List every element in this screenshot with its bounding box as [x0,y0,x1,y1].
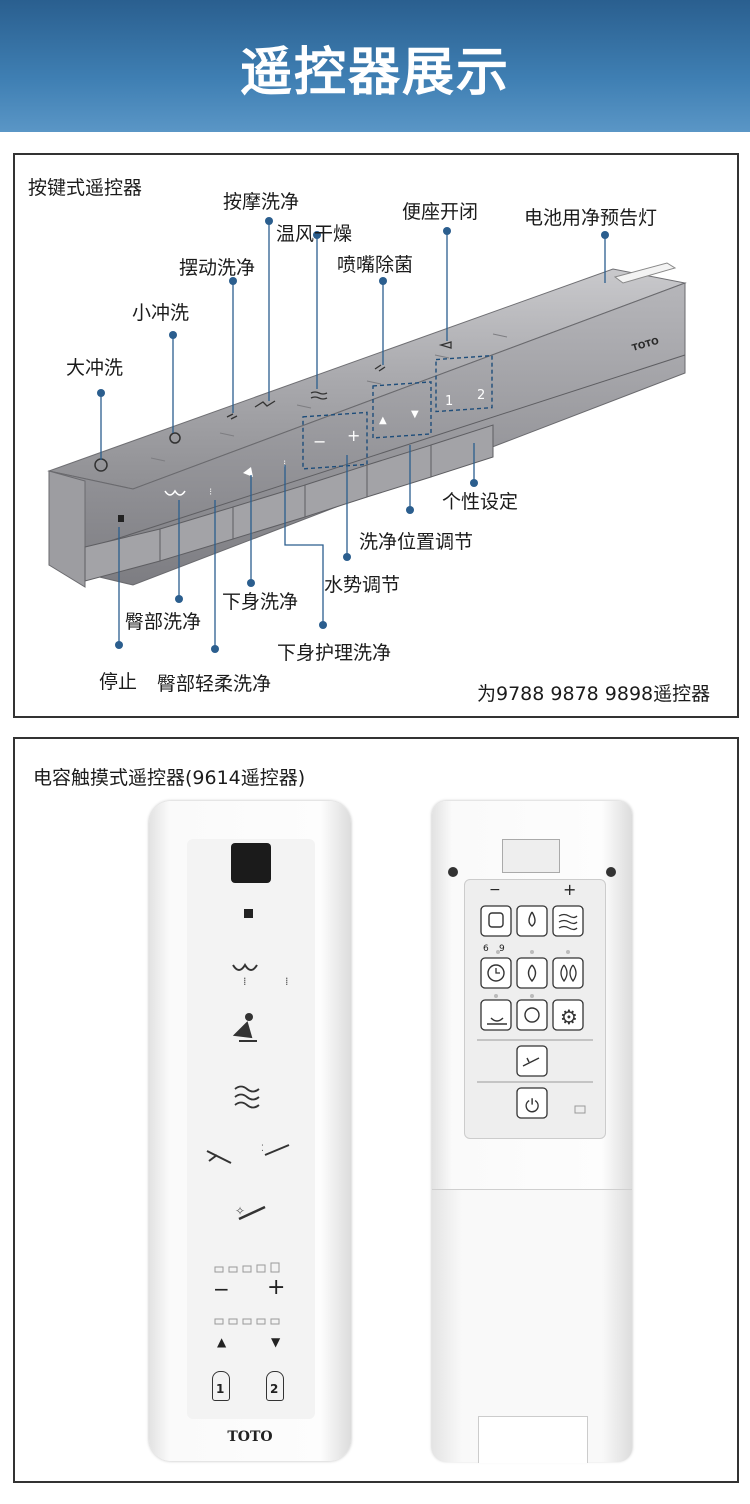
timer-label-9: 9 [499,944,505,954]
label-nozzle-sterilize: 喷嘴除菌 [337,254,414,276]
rear-soft-icon: ⁞ [285,975,289,988]
label-wash-position: 洗净位置调节 [359,531,474,553]
power-icon: ⏻ [525,1096,539,1117]
touch-remote-back: − + 6 9 ⚙ [432,801,632,1463]
dry-icon [310,391,328,400]
position-down: ▼ [411,409,419,420]
label-battery-indicator: 电池用净预告灯 [524,207,658,229]
label-personal-setting: 个性设定 [442,491,519,513]
back-icon-layer: ⚙ ⏻ [477,905,593,1119]
button-remote-illustration: TOTO ⁝ ⁝ − + ▲ ▼ 1 2 [47,217,687,653]
touch-remote-front: ⁞ ⁞ ⁚ ✧ − + ▲ ▼ [149,801,351,1461]
back-plus: + [563,880,577,899]
battery-window [613,262,677,284]
back-panel: − + 6 9 ⚙ [464,879,606,1139]
air-temp-icon [558,913,578,931]
auto-flush-icon [524,1007,540,1023]
label-water-pressure: 水势调节 [324,574,401,596]
sterilize-icon [522,1057,540,1067]
label-oscillating-wash: 摆动洗净 [179,257,256,279]
label-rear-soft-wash: 臀部轻柔洗净 [157,673,272,695]
cover-notch [478,1416,588,1463]
stop-indicator [118,515,124,522]
label-rear-wash: 臀部洗净 [125,611,202,633]
battery-cover[interactable] [432,1189,632,1463]
label-stop: 停止 [99,671,138,693]
sensor-window [231,843,271,883]
battery-cover-slot [502,839,560,873]
front-brand: TOTO [227,1429,273,1445]
oscillate-icon [206,1150,232,1164]
remote-left-end [48,470,86,588]
seat-icon [438,341,452,349]
pressure-plus: + [347,426,360,445]
clock-icon [487,964,505,982]
svg-text:✧: ✧ [235,1204,245,1218]
label-bidet-care-wash: 下身护理洗净 [277,642,392,664]
label-seat-open-close: 便座开闭 [402,201,479,223]
label-big-flush: 大冲洗 [66,357,124,379]
user-2-icon [266,1371,284,1401]
rear-spray-icon: ⁞ [243,975,247,988]
position-up: ▲ [379,415,387,426]
screw-right [606,867,616,877]
rear-soft-icon: ⁝ [209,487,212,498]
front-icon-layer: ⁞ ⁞ ⁚ ✧ [206,963,290,1325]
dry-icon [234,1085,260,1109]
position-down-button[interactable]: ▼ [271,1335,281,1349]
user-1-number: 1 [216,1382,225,1396]
label-small-flush: 小冲洗 [132,302,190,324]
touch-remote-panel: 电容触摸式遥控器(9614遥控器) ⁞ ⁞ ⁚ ✧ [13,737,739,1483]
button-remote-panel: 按键式遥控器 [13,153,739,718]
position-up-button[interactable]: ▲ [217,1335,227,1349]
massage-icon [264,1144,290,1156]
page-title: 遥控器展示 [239,43,510,103]
auto-open-icon [487,1017,507,1025]
screw-left [448,867,458,877]
label-massage-wash: 按摩洗净 [223,191,300,213]
user-1-button[interactable]: 1 [209,1371,233,1403]
back-minus: − [489,882,501,898]
water-temp-icon [528,911,536,927]
rear-wash-icon [232,963,258,971]
user-2-icon: 2 [477,388,485,403]
pressure-group [302,411,368,470]
button-remote-title: 按键式遥控器 [28,177,143,199]
position-group [372,381,432,439]
stop-button[interactable] [244,909,253,918]
label-warm-air-dry: 温风干燥 [276,223,353,245]
rear-wash-icon [164,489,186,496]
sterilize-icon [374,364,386,372]
oscillate-icon [226,413,238,420]
battery-icon [574,1105,586,1114]
compat-note: 为9788 9878 9898遥控器 [477,683,711,705]
user-2-button[interactable]: 2 [263,1371,287,1403]
small-flush-icon [169,432,181,444]
user-2-number: 2 [270,1382,279,1396]
user-1-icon: 1 [445,394,453,409]
page-header: 遥控器展示 [0,0,750,132]
massage-icon [254,400,276,408]
touch-remote-title: 电容触摸式遥控器(9614遥控器) [33,767,306,789]
eco-double-leaf-icon [560,964,577,983]
user-1-icon [212,1371,230,1401]
bidet-wash-icon [243,467,253,477]
settings-gear-icon: ⚙ [560,1005,578,1029]
pressure-plus-button[interactable]: + [267,1275,286,1300]
pressure-minus-button[interactable]: − [213,1277,230,1301]
pressure-minus: − [313,432,326,451]
svg-text:⁚: ⁚ [261,1144,264,1154]
user-group [435,354,493,413]
label-bidet-wash: 下身洗净 [222,591,299,613]
bidet-wash-icon [232,1021,257,1042]
seat-temp-icon [488,912,504,928]
bidet-care-icon: ⁝ [283,459,286,470]
eco-leaf-icon [527,964,537,983]
front-panel: ⁞ ⁞ ⁚ ✧ − + ▲ ▼ [187,839,315,1419]
timer-label-6: 6 [483,944,489,954]
sterilize-icon [238,1205,266,1221]
